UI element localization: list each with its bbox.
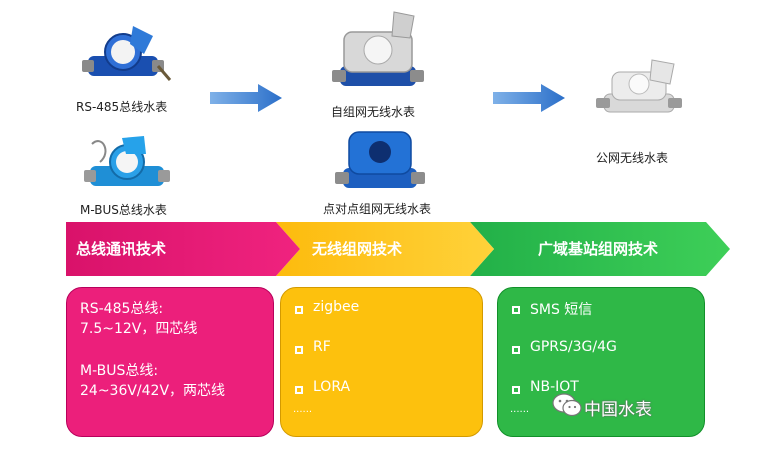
- p2p-meter-label: 点对点组网无线水表: [323, 202, 432, 216]
- technology-banner: [66, 222, 730, 276]
- wan-item: SMS 短信: [530, 302, 593, 318]
- wireless-item: RF: [313, 339, 331, 355]
- watermark-brand: 中国水表: [584, 400, 652, 420]
- bus-line-2: 7.5~12V，四芯线: [80, 321, 198, 337]
- banner-bus-label: 总线通讯技术: [76, 240, 167, 258]
- square-bullet-icon: [512, 346, 520, 354]
- banner-segment-green: [470, 222, 730, 276]
- wireless-item-more: ......: [293, 404, 313, 415]
- square-bullet-icon: [295, 386, 303, 394]
- bus-line-4: 24~36V/42V，两芯线: [80, 383, 226, 399]
- wireless-item: LORA: [313, 379, 351, 395]
- p2p-meter-image: [335, 131, 425, 188]
- arrow-right-icon: [493, 84, 565, 112]
- banner-segment-pink: [66, 222, 300, 276]
- square-bullet-icon: [512, 386, 520, 394]
- wireless-item: zigbee: [313, 299, 360, 315]
- rs485-meter-label: RS-485总线水表: [76, 100, 168, 114]
- wechat-icon: [552, 393, 582, 417]
- wan-item: GPRS/3G/4G: [530, 339, 617, 355]
- bus-tech-box: [66, 287, 274, 437]
- selfnet-meter-image: [332, 11, 424, 86]
- bus-line-3: M-BUS总线:: [80, 363, 159, 379]
- mbus-meter-image: [84, 136, 170, 186]
- selfnet-meter-label: 自组网无线水表: [331, 105, 416, 119]
- square-bullet-icon: [512, 306, 520, 314]
- banner-wan-label: 广域基站组网技术: [538, 240, 659, 258]
- arrow-right-icon: [210, 84, 282, 112]
- public-meter-image: [596, 59, 682, 113]
- wireless-tech-box: [280, 287, 483, 437]
- square-bullet-icon: [295, 306, 303, 314]
- rs485-meter-image: [82, 26, 172, 81]
- wan-item: NB-IOT: [530, 379, 579, 395]
- bus-line-1: RS-485总线:: [80, 301, 164, 317]
- mbus-meter-label: M-BUS总线水表: [80, 203, 167, 217]
- banner-segment-yellow: [276, 222, 494, 276]
- wan-item-more: ......: [510, 404, 530, 415]
- banner-wireless-label: 无线组网技术: [312, 240, 403, 258]
- square-bullet-icon: [295, 346, 303, 354]
- wan-tech-box: [497, 287, 705, 437]
- public-meter-label: 公网无线水表: [596, 151, 669, 165]
